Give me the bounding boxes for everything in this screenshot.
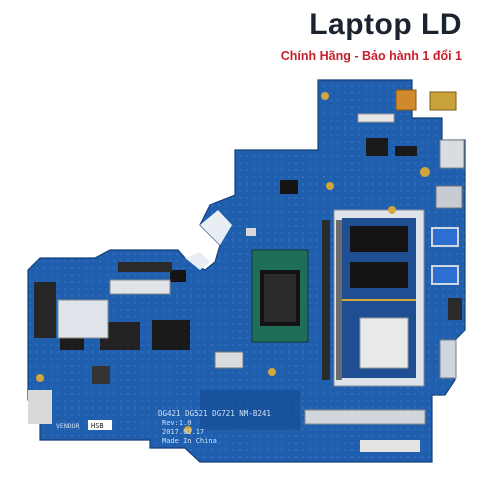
board-date-line: 2017.02.17 bbox=[162, 428, 204, 436]
board-origin-line: Made In China bbox=[162, 437, 217, 445]
vendor-code: HSB bbox=[91, 422, 104, 430]
brand-title: Laptop LD bbox=[309, 8, 462, 41]
vendor-label: VENDOR bbox=[56, 422, 80, 430]
usb-port bbox=[431, 265, 459, 285]
dc-jack bbox=[429, 91, 457, 111]
brand-subtitle: Chính Hãng - Bảo hành 1 đổi 1 bbox=[280, 49, 462, 63]
usb-port bbox=[431, 227, 459, 247]
ethernet-port bbox=[439, 139, 465, 169]
brand-header: Laptop LD Chính Hãng - Bảo hành 1 đổi 1 bbox=[281, 8, 462, 64]
board-rev-line: Rev:1.0 bbox=[162, 419, 192, 427]
board-model-line: DG421 DG521 DG721 NM-B241 bbox=[158, 409, 271, 418]
m2-slot bbox=[34, 282, 56, 338]
